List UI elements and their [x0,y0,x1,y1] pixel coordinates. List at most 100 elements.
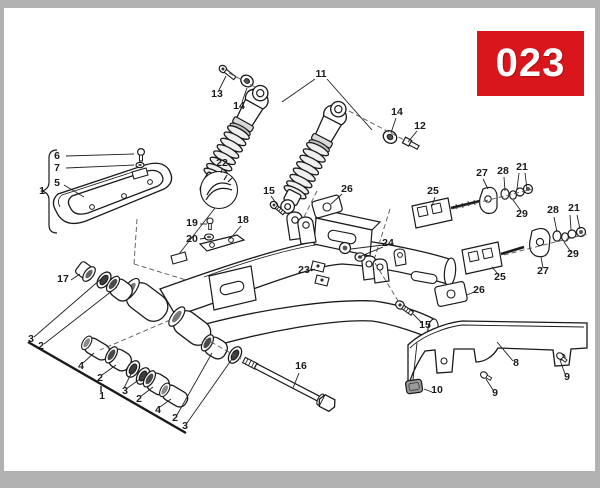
part-label-20: 20 [186,233,198,245]
pivot-nut-17 [73,259,97,283]
leader-line [293,373,299,388]
dash-line [303,191,317,219]
leader-line [64,185,84,197]
leader-line [483,179,488,189]
leader-line [517,173,519,189]
part-label-1: 1 [39,185,45,197]
leader-line [413,314,422,323]
shock-mount-tabs-left [287,212,316,244]
leader-line [66,165,134,168]
leader-line [34,279,101,337]
part-label-12: 12 [414,120,426,132]
leader-line [424,389,432,392]
part-label-28: 28 [547,204,559,216]
part-label-15: 15 [419,319,431,331]
part-label-3: 3 [182,420,188,432]
plate-26-right [434,281,468,307]
part-label-15: 15 [263,185,275,197]
dash-line [100,320,170,350]
leader-line [513,200,521,211]
page-number-badge: 023 [477,31,584,96]
screw-19 [207,218,213,230]
part-label-16: 16 [295,360,307,372]
swingarm [117,210,457,350]
leader-line [359,247,383,257]
clamp-ring-22 [201,172,238,209]
part-label-4: 4 [78,360,84,372]
seal-3-c [225,343,245,367]
part-label-3: 3 [122,385,128,397]
exploded-parts-diagram: 1675131411141222152619201823242728212925… [4,8,600,488]
leader-line [408,131,417,142]
leader-line [140,387,153,397]
part-label-22: 22 [216,157,228,169]
top-cover-assembly [53,163,171,223]
shock-bolt-13 [218,64,237,81]
part-label-3: 3 [28,333,34,345]
chain-adjuster-lower [462,228,586,275]
part-label-17: 17 [57,273,69,285]
shock-bolt-12 [402,137,419,150]
leader-line [577,215,580,229]
guard-screw-9-b [555,351,568,363]
part-label-2: 2 [136,393,142,405]
leader-line [102,365,116,375]
dash-line [452,189,533,209]
leader-line [554,217,557,232]
part-label-6: 6 [54,150,60,162]
part-label-5: 5 [54,177,60,189]
part-label-14: 14 [391,106,403,118]
part-label-21: 21 [516,161,528,173]
washer-20 [205,234,214,240]
cover-nut-7 [136,162,144,167]
nut-washer-24 [340,243,366,262]
leader-line [432,197,435,206]
cover-screw-6 [138,149,145,161]
part-label-11: 11 [315,68,326,80]
leader-line [525,173,527,189]
part-label-19: 19 [186,217,198,229]
leader-line [83,353,94,363]
leader-line [282,79,315,102]
part-label-9: 9 [492,387,498,399]
shock-mount-tabs-right [362,249,406,283]
leader-line [504,177,505,191]
part-label-13: 13 [211,88,223,100]
leader-line [327,79,372,130]
leader-line [124,374,131,388]
part-label-25: 25 [494,271,506,283]
pivot-bolt-16 [241,354,338,412]
leader-line [221,169,222,173]
part-label-28: 28 [497,165,509,177]
leader-line [331,194,342,204]
construction-lines [100,73,587,359]
dash-line [375,263,400,304]
part-label-24: 24 [382,237,394,249]
leader-line [160,399,171,407]
leader-line [200,238,206,239]
leader-line [219,76,226,90]
leader-line [560,360,565,374]
leader-line [486,379,493,390]
part-label-7: 7 [54,162,60,174]
guard-rubber-10 [405,379,423,394]
leader-line [230,226,241,239]
part-label-27: 27 [537,265,549,277]
part-label-8: 8 [513,357,519,369]
part-label-21: 21 [568,202,580,214]
part-label-9: 9 [564,371,570,383]
part-label-23: 23 [298,264,310,276]
group-1-brace [42,150,57,233]
bracket-plate-18 [171,235,244,264]
part-label-4: 4 [155,404,161,416]
leader-line [66,154,134,156]
leader-line [351,245,383,249]
dash-line [134,264,186,280]
leader-line [391,118,396,133]
chain-adjuster-upper [412,185,533,229]
leader-line [311,269,315,271]
dash-line [504,234,587,255]
